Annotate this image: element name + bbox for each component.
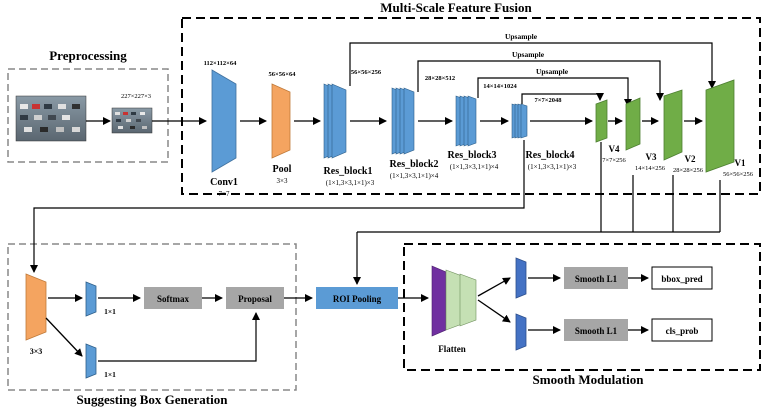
res-block2 bbox=[391, 87, 415, 155]
res-block1 bbox=[323, 83, 347, 159]
input-dim: 227×227×3 bbox=[121, 93, 151, 100]
v3-dim: 14×14×256 bbox=[635, 165, 666, 172]
conv1-kernel: 7×7 bbox=[219, 190, 230, 198]
upsample2-label: Upsample bbox=[512, 50, 545, 59]
upsample3-label: Upsample bbox=[536, 67, 569, 76]
pool-kernel: 3×3 bbox=[277, 177, 288, 185]
softmax-label: Softmax bbox=[157, 294, 189, 304]
skip-res4-v4 bbox=[521, 93, 604, 104]
fusion-frame bbox=[181, 17, 761, 195]
v4-dim: 7×7×256 bbox=[602, 157, 626, 164]
conv1-label: Conv1 bbox=[210, 177, 238, 188]
bbox-pred-box bbox=[651, 266, 713, 290]
rpn-3x3-layer bbox=[25, 273, 47, 341]
v2-dim: 28×28×256 bbox=[673, 167, 704, 174]
proposal-box bbox=[226, 287, 284, 309]
fc-top bbox=[515, 257, 527, 299]
arrow-1x1-bottom-proposal bbox=[98, 312, 260, 362]
skip-res3-v3 bbox=[477, 77, 632, 107]
res1-label: Res_block1 bbox=[324, 166, 373, 177]
v3-layer bbox=[625, 97, 641, 151]
v3-label: V3 bbox=[646, 152, 657, 162]
res3-label: Res_block3 bbox=[448, 150, 497, 161]
pool-layer bbox=[271, 83, 291, 159]
res-block3 bbox=[455, 95, 477, 147]
upsample1-label: Upsample bbox=[505, 32, 538, 41]
skip-res2-v2 bbox=[417, 60, 664, 101]
smooth-l1-top-box bbox=[564, 267, 628, 289]
softmax-box bbox=[144, 287, 202, 309]
v2-label: V2 bbox=[685, 154, 696, 164]
skip-res1-v1 bbox=[349, 42, 716, 89]
proposal-label: Proposal bbox=[238, 294, 272, 304]
flatten-label: Flatten bbox=[438, 344, 466, 354]
v4-label: V4 bbox=[609, 144, 620, 154]
bbox-pred-label: bbox_pred bbox=[661, 274, 702, 284]
res4-to-rpn bbox=[30, 140, 525, 273]
smooth-l1-top-label: Smooth L1 bbox=[575, 274, 618, 284]
cls-prob-box bbox=[651, 318, 713, 342]
roi-pooling-label: ROI Pooling bbox=[333, 294, 382, 304]
v1-label: V1 bbox=[735, 158, 746, 168]
arrow-3x3-1x1-bottom bbox=[45, 317, 83, 357]
v2-layer bbox=[663, 89, 683, 161]
pool-dim: 56×56×64 bbox=[269, 71, 297, 78]
input-photo bbox=[15, 95, 87, 142]
res4-label: Res_block4 bbox=[526, 150, 575, 161]
preprocessing-title: Preprocessing bbox=[49, 48, 127, 63]
res2-sub: (1×1,3×3,1×1)×4 bbox=[390, 172, 439, 180]
res4-dim: 7×7×2048 bbox=[535, 97, 563, 104]
res1-sub: (1×1,3×3,1×1)×3 bbox=[326, 179, 375, 187]
conv1-dim: 112×112×64 bbox=[204, 60, 237, 67]
rpn-1x1-bottom bbox=[85, 343, 97, 379]
res4-sub: (1×1,3×3,1×1)×3 bbox=[528, 163, 577, 171]
roi-pooling-box bbox=[316, 287, 398, 309]
smooth-title: Smooth Modulation bbox=[533, 372, 645, 387]
v4-layer bbox=[595, 99, 608, 143]
cls-prob-label: cls_prob bbox=[666, 326, 699, 336]
arrow-flatten-top bbox=[477, 277, 511, 297]
v1-layer bbox=[705, 79, 735, 173]
suggest-frame bbox=[7, 243, 297, 391]
res1-dim: 56×56×256 bbox=[351, 69, 382, 76]
smooth-l1-bottom-box bbox=[564, 319, 628, 341]
pool-label: Pool bbox=[273, 164, 292, 175]
res3-dim: 14×14×1024 bbox=[483, 83, 517, 90]
res-block4 bbox=[511, 103, 528, 139]
conv1-layer bbox=[211, 69, 237, 173]
v1-dim: 56×56×256 bbox=[723, 171, 754, 178]
rpn-1x1-bottom-label: 1×1 bbox=[104, 370, 116, 379]
rpn-1x1-top-label: 1×1 bbox=[104, 307, 116, 316]
arrow-flatten-bottom bbox=[477, 299, 511, 323]
rpn-1x1-top bbox=[85, 281, 97, 317]
smooth-l1-bottom-label: Smooth L1 bbox=[575, 326, 618, 336]
suggest-title: Suggesting Box Generation bbox=[77, 392, 229, 407]
res3-sub: (1×1,3×3,1×1)×4 bbox=[450, 163, 499, 171]
resized-photo bbox=[111, 107, 153, 134]
flatten-layers bbox=[431, 265, 477, 337]
res2-label: Res_block2 bbox=[390, 159, 439, 170]
preprocessing-frame bbox=[7, 68, 169, 163]
fc-bottom bbox=[515, 313, 527, 351]
fusion-title: Multi-Scale Feature Fusion bbox=[380, 0, 532, 15]
res2-dim: 28×28×512 bbox=[425, 75, 455, 82]
smooth-frame bbox=[403, 243, 761, 371]
rpn-3x3-label: 3×3 bbox=[30, 347, 43, 356]
